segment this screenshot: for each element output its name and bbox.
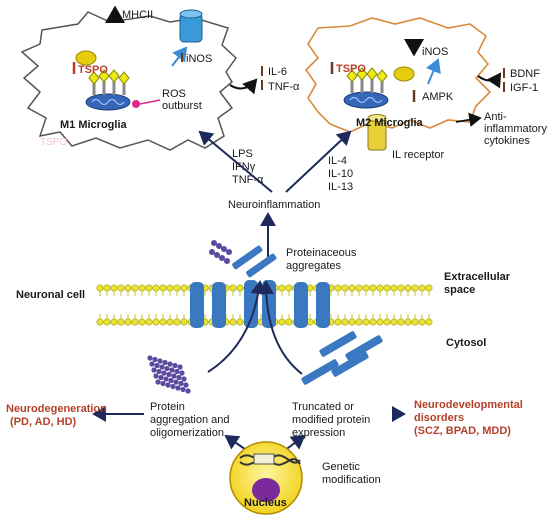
stimulus-m1-tnf: TNF-α [232, 174, 264, 186]
aggregate-rods [232, 245, 277, 278]
truncated-protein-rods [301, 331, 383, 385]
neuronal-cell-label: Neuronal cell [16, 289, 85, 301]
cytosol-label: Cytosol [446, 337, 486, 349]
nucleus-label: Nucleus [244, 497, 287, 509]
arrow-to-m1 [198, 130, 273, 193]
oligomer-chain-top [209, 240, 232, 264]
extracellular-label-line2: space [444, 284, 475, 296]
m1-cell-outline [20, 11, 237, 151]
m2-yellow-organelle [393, 66, 415, 82]
protein-agg-label-line2: aggregation and [150, 414, 230, 426]
m2-trophic-arrow [477, 72, 502, 89]
genetic-label-line2: modification [322, 474, 381, 486]
neuroinflammation-label: Neuroinflammation [228, 199, 320, 211]
protein-agg-label-line1: Protein [150, 401, 185, 413]
m1-tnf-label: TNF-α [268, 81, 300, 93]
nucleolus [252, 478, 280, 502]
stimulus-m2-il4: IL-4 [328, 155, 347, 167]
stimulus-m2-il10: IL-10 [328, 168, 353, 180]
neurodegeneration-label-line2: (PD, AD, HD) [10, 416, 77, 428]
stimulus-m1-lps: LPS [232, 148, 253, 160]
truncated-label-line2: modified protein [292, 414, 370, 426]
extracellular-label-line1: Extracellular [444, 271, 511, 283]
anti-label-line3: cytokines [484, 135, 530, 147]
neurodev-label-line2: disorders [414, 412, 464, 424]
il-receptor-label: IL receptor [392, 149, 445, 161]
m1-inos-arrow [171, 46, 188, 67]
m2-tspo-complex [346, 67, 388, 93]
m2-bdnf-label: BDNF [510, 68, 540, 80]
ros-label-line2: outburst [162, 100, 202, 112]
m2-tspo-label: TSPO [336, 63, 366, 75]
truncated-label-line1: Truncated or [292, 401, 354, 413]
m1-microglia-cell [20, 9, 237, 151]
m1-tspo-label: TSPO [78, 64, 108, 76]
arrow-aggregation-to-membrane [207, 280, 267, 373]
anti-label-line2: inflammatory [484, 123, 547, 135]
protein-agg-label-line3: oligomerization [150, 427, 224, 439]
neurodev-label-line3: (SCZ, BPAD, MDD) [414, 425, 511, 437]
m2-igf1-label: IGF-1 [510, 82, 538, 94]
neurodev-label-line1: Neurodevelopmental [414, 399, 523, 411]
m2-microglia-cell [304, 17, 492, 151]
m1-il6-label: IL-6 [268, 66, 287, 78]
m1-yellow-organelle [75, 50, 97, 66]
genetic-label-line1: Genetic [322, 461, 360, 473]
nucleus [229, 441, 303, 515]
m2-anti-inflammatory-arrow [455, 112, 482, 127]
neurodegeneration-label-line1: Neurodegeneration [6, 403, 107, 415]
ros-dot [132, 100, 140, 108]
m2-ampk-label: AMPK [422, 91, 454, 103]
truncated-label-line3: expression [292, 427, 345, 439]
m1-cytokine-arrow [229, 78, 258, 95]
m1-ghost-tspo: TSPO [40, 137, 67, 148]
proteinaceous-label-line1: Proteinaceous [286, 247, 357, 259]
proteinaceous-label-line2: aggregates [286, 260, 342, 272]
m2-inos-label: iNOS [422, 46, 448, 58]
m2-title: M2 Microglia [356, 117, 424, 129]
anti-label-line1: Anti- [484, 111, 507, 123]
m1-inos-label: iNOS [186, 53, 212, 65]
m2-inos-arrow [426, 58, 441, 85]
m1-tspo-complex [88, 69, 130, 95]
m1-mhcii-label: MHCII [122, 9, 153, 21]
arrow-truncated-to-membrane [258, 280, 303, 375]
oligomer-chains-cytosol [147, 355, 191, 394]
stimulus-m2-il13: IL-13 [328, 181, 353, 193]
arrow-to-m2 [285, 130, 352, 193]
ros-label-line1: ROS [162, 88, 186, 100]
m1-title: M1 Microglia [60, 119, 128, 131]
